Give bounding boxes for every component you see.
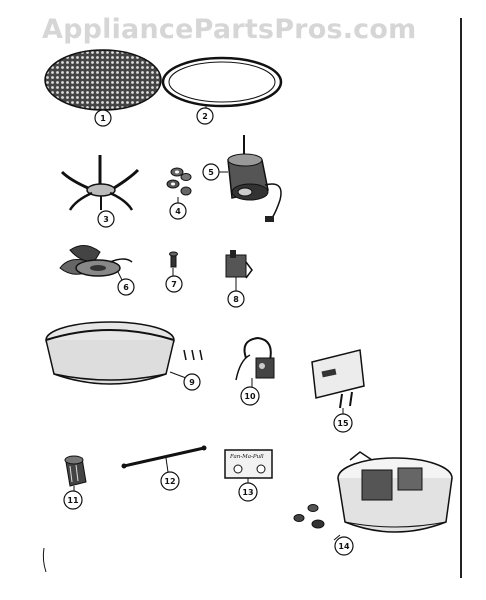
site-watermark: AppliancePartsPros.com [42, 14, 417, 45]
callout-7: 7 [165, 275, 183, 293]
svg-text:10: 10 [244, 392, 256, 401]
housing-band-icon [45, 321, 203, 385]
motor-icon [219, 135, 282, 222]
callout-3: 3 [97, 210, 115, 228]
grille-disc-icon [44, 49, 162, 113]
svg-text:13: 13 [242, 488, 253, 497]
svg-text:8: 8 [233, 295, 239, 304]
scan-mark [42, 547, 47, 573]
screw-icon [169, 251, 178, 276]
callout-15: 15 [333, 413, 353, 433]
control-plate-label: Fan-Ma-Pull [229, 454, 264, 460]
callout-1: 1 [94, 109, 112, 127]
callout-10: 10 [240, 386, 260, 406]
control-plate-icon: Fan-Ma-Pull [224, 449, 273, 484]
svg-text:2: 2 [202, 112, 208, 121]
svg-text:3: 3 [103, 215, 109, 224]
callout-6: 6 [117, 278, 135, 296]
motor-bracket-icon [60, 155, 140, 211]
callout-11: 11 [63, 490, 83, 510]
rod-icon [121, 445, 207, 473]
ring-gasket-icon [161, 56, 283, 110]
callout-5: 5 [202, 163, 220, 181]
svg-text:1: 1 [100, 114, 106, 123]
page-border-line [460, 18, 462, 578]
fan-blade-icon [59, 245, 133, 281]
grommet-icon [166, 167, 192, 203]
callout-2: 2 [196, 107, 214, 125]
svg-text:6: 6 [123, 283, 129, 292]
wiring-harness-icon [235, 336, 275, 388]
svg-text:9: 9 [189, 378, 195, 387]
switch-icon [225, 250, 253, 292]
cover-plate-icon [311, 349, 365, 415]
svg-text:7: 7 [171, 280, 177, 289]
svg-text:14: 14 [338, 542, 350, 551]
svg-text:11: 11 [67, 496, 79, 505]
nut-icon [293, 504, 325, 529]
svg-text:12: 12 [164, 477, 175, 486]
callout-12: 12 [160, 471, 180, 491]
knob-icon [64, 455, 87, 492]
callout-9: 9 [183, 373, 201, 391]
svg-text:4: 4 [175, 207, 181, 216]
svg-text:15: 15 [337, 419, 349, 428]
callout-4: 4 [169, 202, 187, 220]
svg-text:5: 5 [208, 168, 214, 177]
callout-14: 14 [334, 536, 354, 556]
callout-8: 8 [227, 290, 245, 308]
housing-pan-icon [333, 451, 453, 541]
callout-13: 13 [238, 482, 258, 502]
